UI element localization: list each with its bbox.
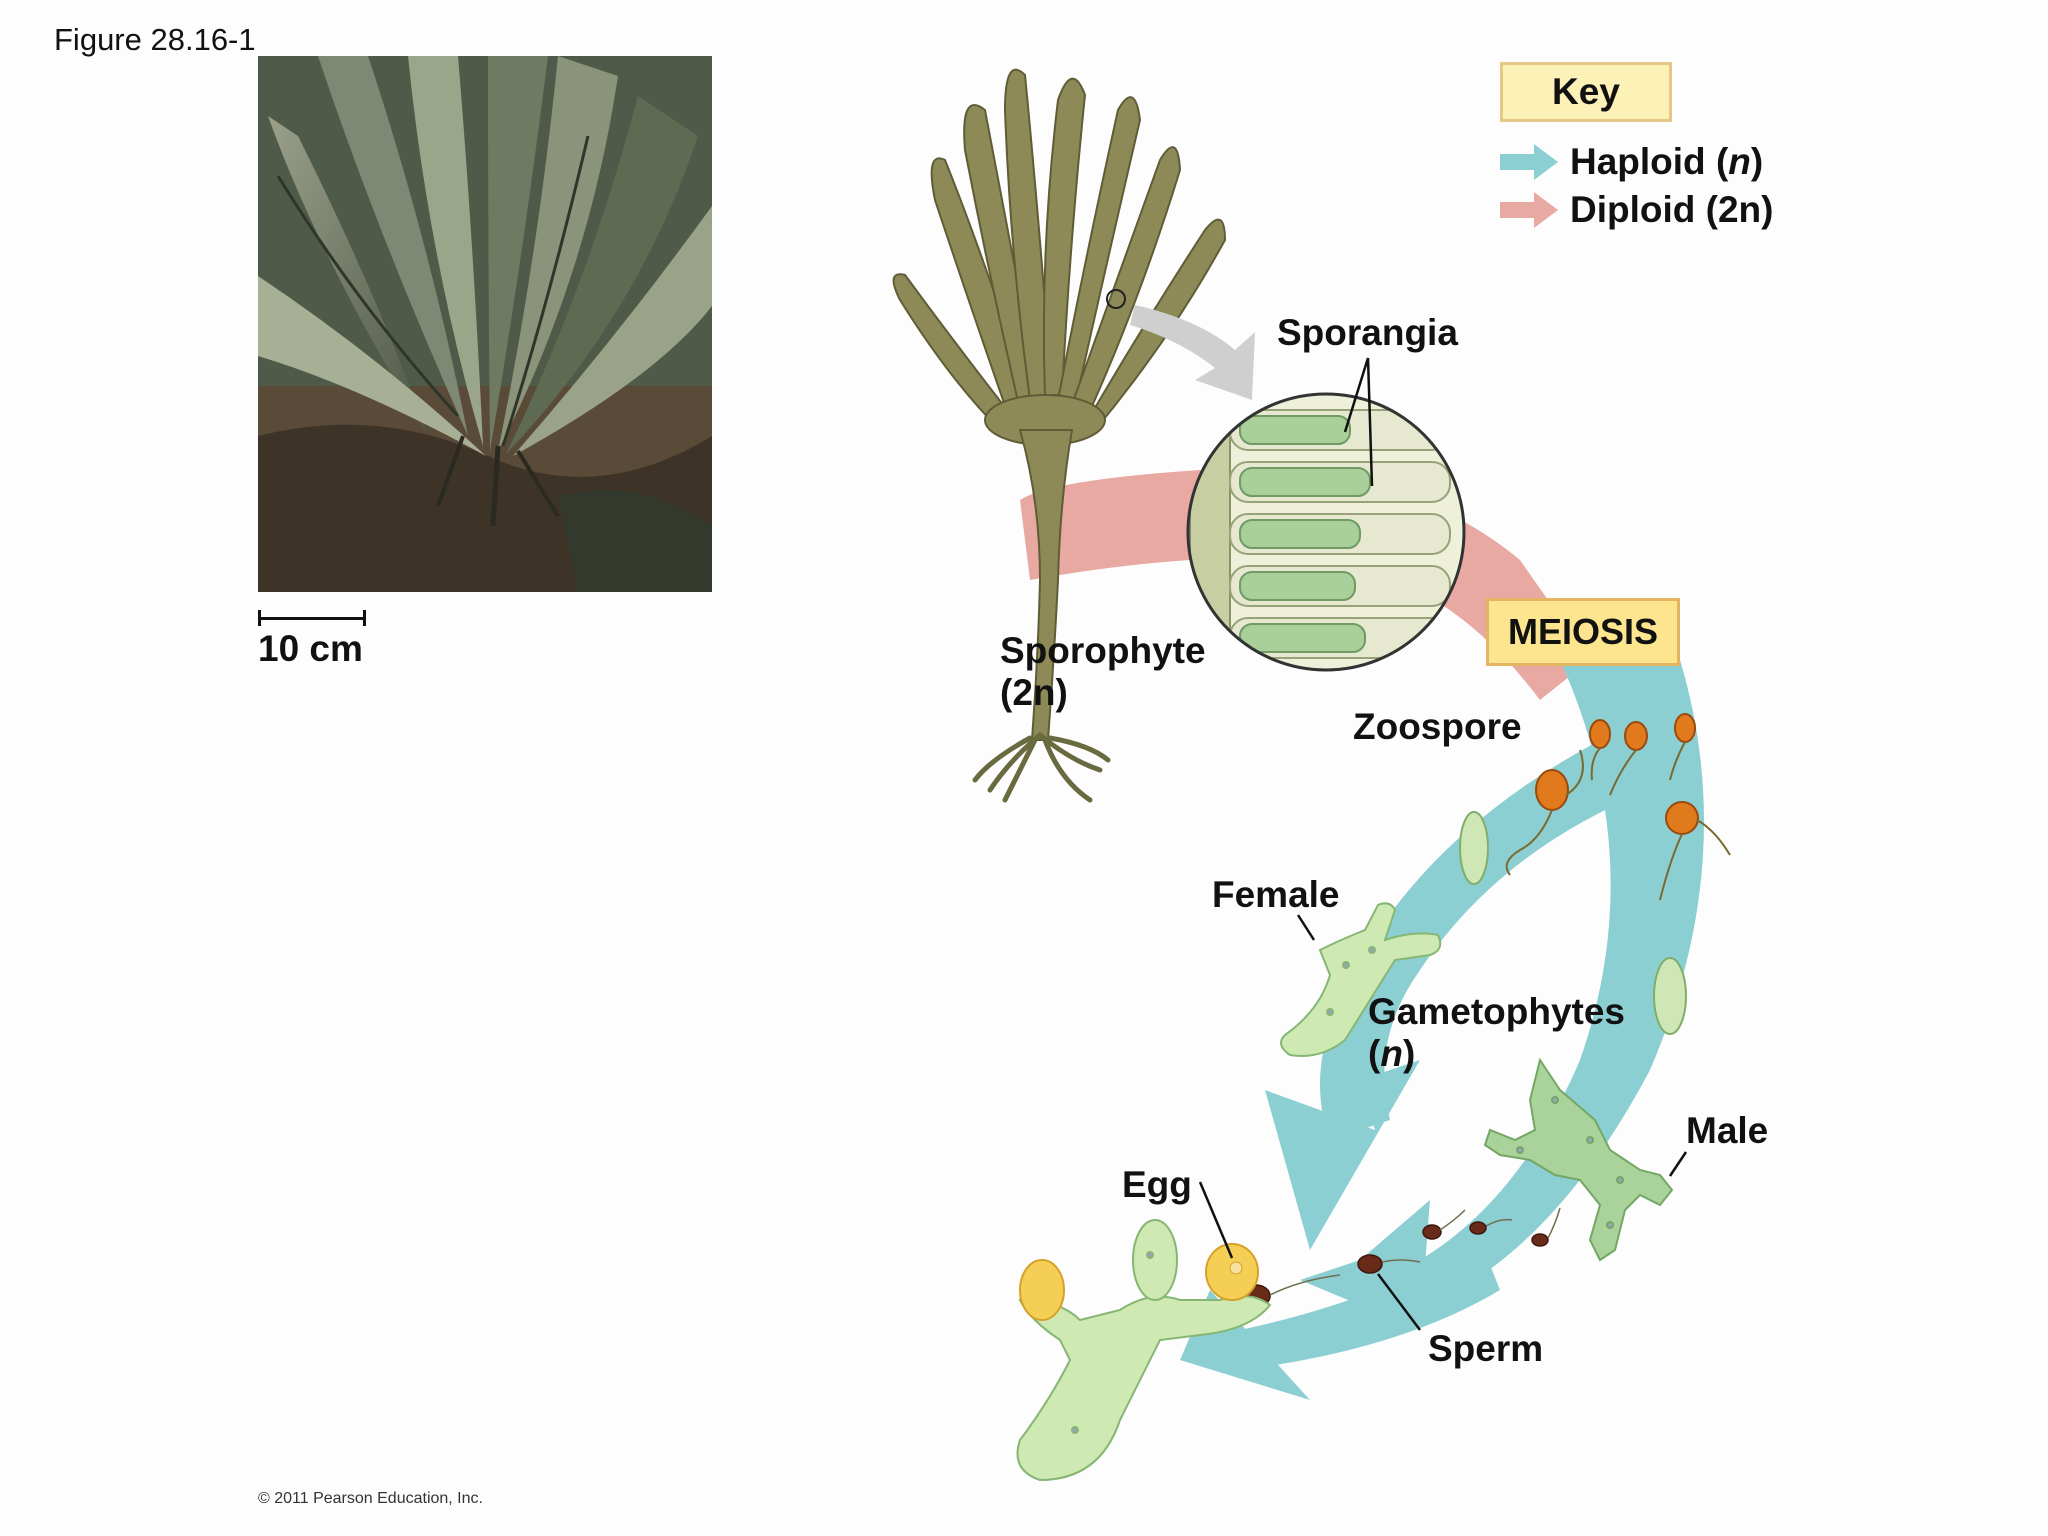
zoospores	[1505, 713, 1731, 901]
key-item-haploid: Haploid (n)	[1500, 140, 1763, 184]
key-diploid-label: Diploid	[1570, 189, 1696, 230]
zoom-indicator-circle	[1106, 289, 1126, 309]
yellow-cell	[1019, 1259, 1065, 1321]
developing-spores	[1459, 811, 1687, 1035]
zoom-arrow	[1130, 305, 1255, 400]
holdfast	[972, 732, 1111, 803]
male-label: Male	[1686, 1110, 1769, 1151]
haploid-arrowhead-female	[1265, 1060, 1420, 1250]
gametophytes-label: Gametophytes	[1368, 991, 1626, 1032]
sporophyte-ploidy: 2n	[1012, 672, 1056, 713]
gametophytes-ploidy: n	[1380, 1033, 1403, 1074]
key-title: Key	[1500, 62, 1672, 122]
key-item-diploid: Diploid (2n)	[1500, 188, 1774, 232]
sperm-label: Sperm	[1428, 1328, 1544, 1369]
gametophytes-ploidy-label: (n)	[1368, 1033, 1416, 1074]
copyright: © 2011 Pearson Education, Inc.	[258, 1490, 483, 1507]
sporangia-label: Sporangia	[1277, 312, 1458, 353]
sporangia-leader	[1343, 357, 1374, 487]
sporophyte-label: Sporophyte	[1000, 630, 1206, 671]
egg-gametophyte	[1016, 1219, 1272, 1482]
sporangia-magnified	[1188, 394, 1464, 670]
male-gametophyte	[1483, 1057, 1674, 1262]
kelp-photograph	[258, 56, 712, 592]
female-leader	[1296, 914, 1316, 941]
female-gametophyte	[1280, 902, 1442, 1057]
egg-leader	[1198, 1181, 1234, 1259]
scale-bar-label: 10 cm	[258, 628, 363, 669]
male-leader	[1668, 1151, 1688, 1177]
key-haploid-label: Haploid	[1570, 141, 1706, 182]
egg-label: Egg	[1122, 1164, 1192, 1205]
sperm-leader	[1377, 1273, 1421, 1331]
meiosis-box: MEIOSIS	[1486, 598, 1680, 666]
figure-label: Figure 28.16-1	[54, 22, 256, 57]
haploid-arrow-icon	[1500, 144, 1558, 180]
haploid-band-right	[1420, 660, 1704, 1300]
key-diploid-ploidy: 2n	[1717, 189, 1762, 230]
diploid-arrow-icon	[1500, 192, 1558, 228]
zoospore-label: Zoospore	[1353, 706, 1522, 747]
key-haploid-ploidy: n	[1728, 141, 1751, 182]
sporophyte-ploidy-label: (2n)	[1000, 672, 1068, 713]
scale-bar	[258, 610, 366, 626]
female-label: Female	[1212, 874, 1340, 915]
